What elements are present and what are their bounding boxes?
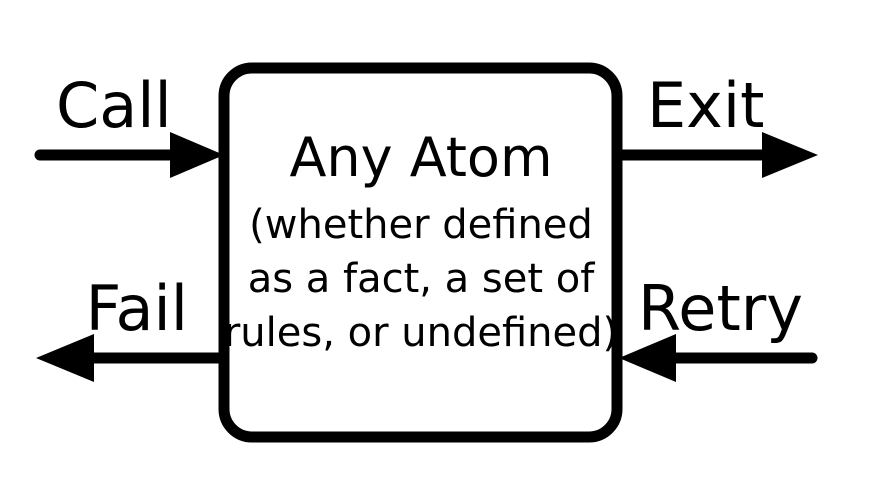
box-subtitle-line-2: as a fact, a set of	[248, 256, 596, 302]
port-label-retry: Retry	[638, 272, 803, 345]
port-label-exit: Exit	[647, 69, 764, 142]
fail-arrow	[36, 334, 222, 382]
box-subtitle-line-1: (whether defined	[249, 202, 593, 248]
fail-arrowhead-icon	[36, 334, 94, 382]
exit-arrow	[620, 132, 818, 178]
retry-arrowhead-icon	[619, 334, 676, 382]
box-title: Any Atom	[289, 126, 552, 189]
port-label-fail: Fail	[86, 272, 188, 345]
atom-box	[218, 62, 623, 443]
call-arrow	[34, 132, 224, 178]
call-arrowhead-icon	[170, 132, 224, 178]
box-subtitle-line-3: rules, or undefined)	[224, 310, 618, 356]
retry-arrow	[619, 334, 818, 382]
exit-arrowhead-icon	[762, 132, 818, 178]
port-label-call: Call	[56, 69, 172, 142]
